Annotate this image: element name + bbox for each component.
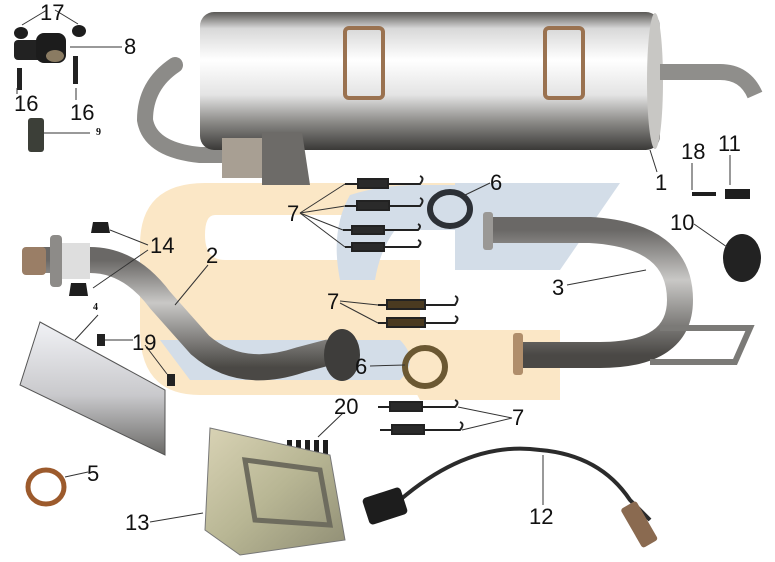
callout-1: 1: [655, 170, 668, 195]
callout-3: 3: [552, 275, 565, 300]
spring: [345, 239, 422, 252]
spring: [378, 295, 459, 310]
rear-exhaust-pipe-part-3: [483, 212, 755, 375]
callout-9: 9: [96, 127, 101, 138]
copper-ring-part-5: [25, 467, 67, 507]
spring: [378, 399, 459, 412]
muffler-part-1: [136, 12, 763, 185]
spring: [378, 315, 459, 328]
callout-16-left: 16: [14, 91, 39, 116]
spring: [343, 223, 421, 235]
gasket-part-6-upper: [427, 189, 473, 229]
screw-part-18: [692, 192, 716, 196]
callout-17: 17: [40, 0, 65, 25]
rubber-cap-part-14-lower: [69, 283, 88, 296]
callout-6-upper: 6: [490, 170, 503, 195]
callout-18: 18: [681, 139, 706, 164]
rubber-cap-part-14-upper: [91, 222, 110, 233]
springs-part-7: [343, 175, 464, 435]
callout-14: 14: [150, 233, 175, 258]
sleeve-part-9: [28, 118, 44, 152]
grommet-part-10: [723, 234, 761, 282]
callout-16-right: 16: [70, 100, 95, 125]
callout-4: 4: [93, 302, 98, 313]
leader-lines: [16, 9, 731, 523]
spring: [345, 197, 424, 211]
gasket-part-6-lower: [402, 345, 448, 389]
callout-7-middle: 7: [327, 289, 340, 314]
spring: [380, 421, 464, 435]
callout-13: 13: [125, 510, 150, 535]
bolt-part-11: [725, 189, 750, 199]
callout-19: 19: [132, 330, 157, 355]
oxygen-sensor-part-12: [362, 446, 658, 548]
bolt-part-19-a: [97, 334, 105, 346]
mount-bracket-part-8: [14, 33, 66, 63]
bolt-part-16-right: [73, 56, 78, 84]
front-exhaust-pipe-part-2: [22, 235, 360, 381]
callout-6-lower: 6: [355, 354, 368, 379]
callout-2: 2: [206, 243, 219, 268]
callout-8: 8: [124, 34, 137, 59]
shield-plate-part-13: [204, 427, 346, 556]
bolt-part-19-b: [167, 374, 175, 386]
callout-20: 20: [334, 394, 359, 419]
callout-11: 11: [718, 131, 741, 156]
washer-part-17-right: [72, 25, 86, 37]
washer-part-17-left: [14, 27, 28, 39]
callout-7-lower: 7: [512, 405, 525, 430]
heat-shield-part-4: [19, 321, 166, 456]
callout-7-upper: 7: [287, 201, 300, 226]
spring: [345, 175, 424, 189]
callout-12: 12: [529, 504, 554, 529]
callout-5: 5: [87, 461, 100, 486]
callout-10: 10: [670, 210, 695, 235]
bolt-part-16-left: [17, 68, 22, 90]
